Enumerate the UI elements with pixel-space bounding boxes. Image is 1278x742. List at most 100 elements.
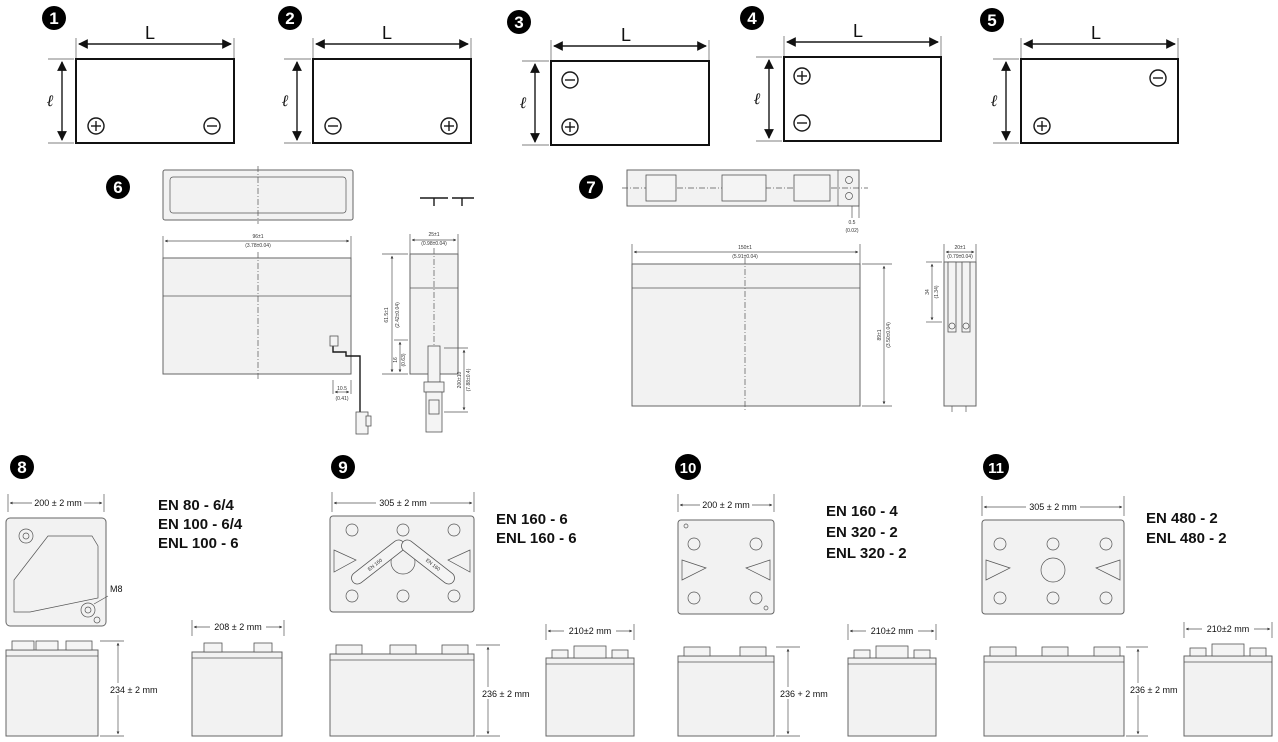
- badge-8: 8: [10, 455, 34, 479]
- negative-terminal-icon: [203, 117, 221, 135]
- layout-5: 5 L ℓ: [980, 8, 1179, 144]
- height-dim: 234 ± 2 mm: [110, 685, 157, 695]
- side-width-dim: 210±2 mm: [569, 626, 611, 636]
- top-width-dim: 200 ± 2 mm: [702, 500, 749, 510]
- width-dim: 20±1: [954, 245, 965, 251]
- top-width-dim: 200 ± 2 mm: [34, 498, 81, 508]
- width-dim-in: (0.79±0.04): [947, 254, 973, 260]
- model-label: EN 160 - 6: [496, 511, 568, 528]
- top-width-dim: 305 ± 2 mm: [1029, 502, 1076, 512]
- width-label: ℓ: [282, 93, 289, 110]
- length-dim-in: (3.78±0.04): [245, 243, 271, 249]
- width-label: ℓ: [520, 95, 527, 112]
- battery-outline: [783, 56, 942, 142]
- badge-11: 11: [983, 454, 1009, 480]
- svg-text:7: 7: [586, 178, 595, 197]
- height-dim: 89±1: [877, 329, 883, 340]
- svg-text:2: 2: [285, 9, 294, 28]
- lead-length-dim-in: (7.88±0.4): [466, 368, 472, 391]
- lead-length-dim: 200±10: [457, 371, 463, 388]
- width-label: ℓ: [47, 93, 54, 110]
- positive-terminal-icon: [440, 117, 458, 135]
- top-width-dim: 305 ± 2 mm: [379, 498, 426, 508]
- drawing-11: 11 305 ± 2 mm EN 480 - 2 ENL 480 - 2 236…: [981, 454, 1273, 737]
- length-label: L: [853, 21, 863, 41]
- length-label: L: [621, 25, 631, 45]
- layout-1: 1 L ℓ: [42, 6, 235, 144]
- positive-terminal-icon: [1033, 117, 1051, 135]
- height-dim: 236 ± 2 mm: [1130, 685, 1177, 695]
- height-dim-in: (3.50±0.04): [886, 322, 892, 348]
- svg-text:10: 10: [680, 460, 697, 477]
- height-dim-in: (2.42±0.04): [395, 302, 401, 328]
- drawing-10: 10 200 ± 2 mm EN 160 - 4 EN 320 - 2 ENL …: [675, 454, 937, 737]
- terminal-height-dim: 34: [925, 289, 931, 295]
- drawing-7: 7 0.5 (0.02) 150±1 (5.91±0.04) 89±1 (3.5…: [579, 169, 977, 412]
- badge-2: 2: [278, 6, 302, 30]
- side-width-dim: 208 ± 2 mm: [214, 622, 261, 632]
- svg-text:4: 4: [747, 9, 757, 28]
- badge-5: 5: [980, 8, 1004, 32]
- battery-outline: [550, 60, 710, 146]
- badge-10: 10: [675, 454, 701, 480]
- model-label: ENL 160 - 6: [496, 530, 577, 547]
- width-label: ℓ: [991, 93, 998, 110]
- height-dim: 236 + 2 mm: [780, 689, 828, 699]
- length-dim: 150±1: [738, 245, 752, 251]
- layout-2: 2 L ℓ: [278, 6, 472, 144]
- badge-9: 9: [331, 455, 355, 479]
- positive-terminal-icon: [793, 67, 811, 85]
- bolt-label: M8: [110, 584, 123, 594]
- svg-text:11: 11: [988, 460, 1004, 477]
- height-dim: 61.5±1: [384, 307, 390, 322]
- negative-terminal-icon: [324, 117, 342, 135]
- terminal-width-dim: 10.5: [337, 386, 347, 392]
- model-label: EN 320 - 2: [826, 524, 898, 541]
- length-dim: 96±1: [252, 234, 263, 240]
- svg-text:3: 3: [514, 13, 523, 32]
- drawing-6: 6 96±1 (3.78±0.04) 10.5 (0.41) 25±1 (0.9…: [106, 166, 474, 435]
- model-label: ENL 100 - 6: [158, 535, 239, 552]
- side-width-dim: 210±2 mm: [871, 626, 913, 636]
- model-label: EN 160 - 4: [826, 503, 898, 520]
- length-dim-in: (5.91±0.04): [732, 254, 758, 260]
- length-label: L: [1091, 23, 1101, 43]
- negative-terminal-icon: [793, 114, 811, 132]
- drawing-9: 9 305 ± 2 mm EN 160 EN 160 EN 160 - 6 EN…: [329, 455, 635, 737]
- terminal-height-dim-in: (0.63): [401, 353, 407, 366]
- layout-3: 3 L ℓ: [507, 10, 710, 146]
- length-label: L: [145, 23, 155, 43]
- badge-4: 4: [740, 6, 764, 30]
- offset-dim-in: (0.02): [845, 228, 858, 234]
- length-label: L: [382, 23, 392, 43]
- model-label: ENL 320 - 2: [826, 545, 907, 562]
- positive-terminal-icon: [87, 117, 105, 135]
- drawing-8: 8 200 ± 2 mm M8 EN 80 - 6/4 EN 100 - 6/4…: [5, 455, 285, 737]
- model-label: EN 100 - 6/4: [158, 516, 243, 533]
- terminal-height-dim-in: (1.34): [934, 285, 940, 298]
- badge-6: 6: [106, 175, 130, 199]
- width-dim-in: (0.98±0.04): [421, 241, 447, 247]
- svg-text:8: 8: [17, 458, 26, 477]
- badge-3: 3: [507, 10, 531, 34]
- width-label: ℓ: [754, 91, 761, 108]
- offset-dim: 0.5: [849, 220, 856, 226]
- height-dim: 236 ± 2 mm: [482, 689, 529, 699]
- negative-terminal-icon: [1149, 69, 1167, 87]
- model-label: EN 480 - 2: [1146, 510, 1218, 527]
- terminal-height-dim: 16: [393, 357, 399, 363]
- side-width-dim: 210±2 mm: [1207, 624, 1249, 634]
- model-label: ENL 480 - 2: [1146, 530, 1227, 547]
- negative-terminal-icon: [561, 71, 579, 89]
- battery-outline: [312, 58, 472, 144]
- badge-7: 7: [579, 175, 603, 199]
- svg-text:6: 6: [113, 178, 122, 197]
- positive-terminal-icon: [561, 118, 579, 136]
- width-dim: 25±1: [428, 232, 439, 238]
- terminal-width-dim-in: (0.41): [335, 396, 348, 402]
- battery-outline: [75, 58, 235, 144]
- svg-text:1: 1: [49, 9, 58, 28]
- layout-4: 4 L ℓ: [740, 6, 942, 142]
- svg-text:9: 9: [338, 458, 347, 477]
